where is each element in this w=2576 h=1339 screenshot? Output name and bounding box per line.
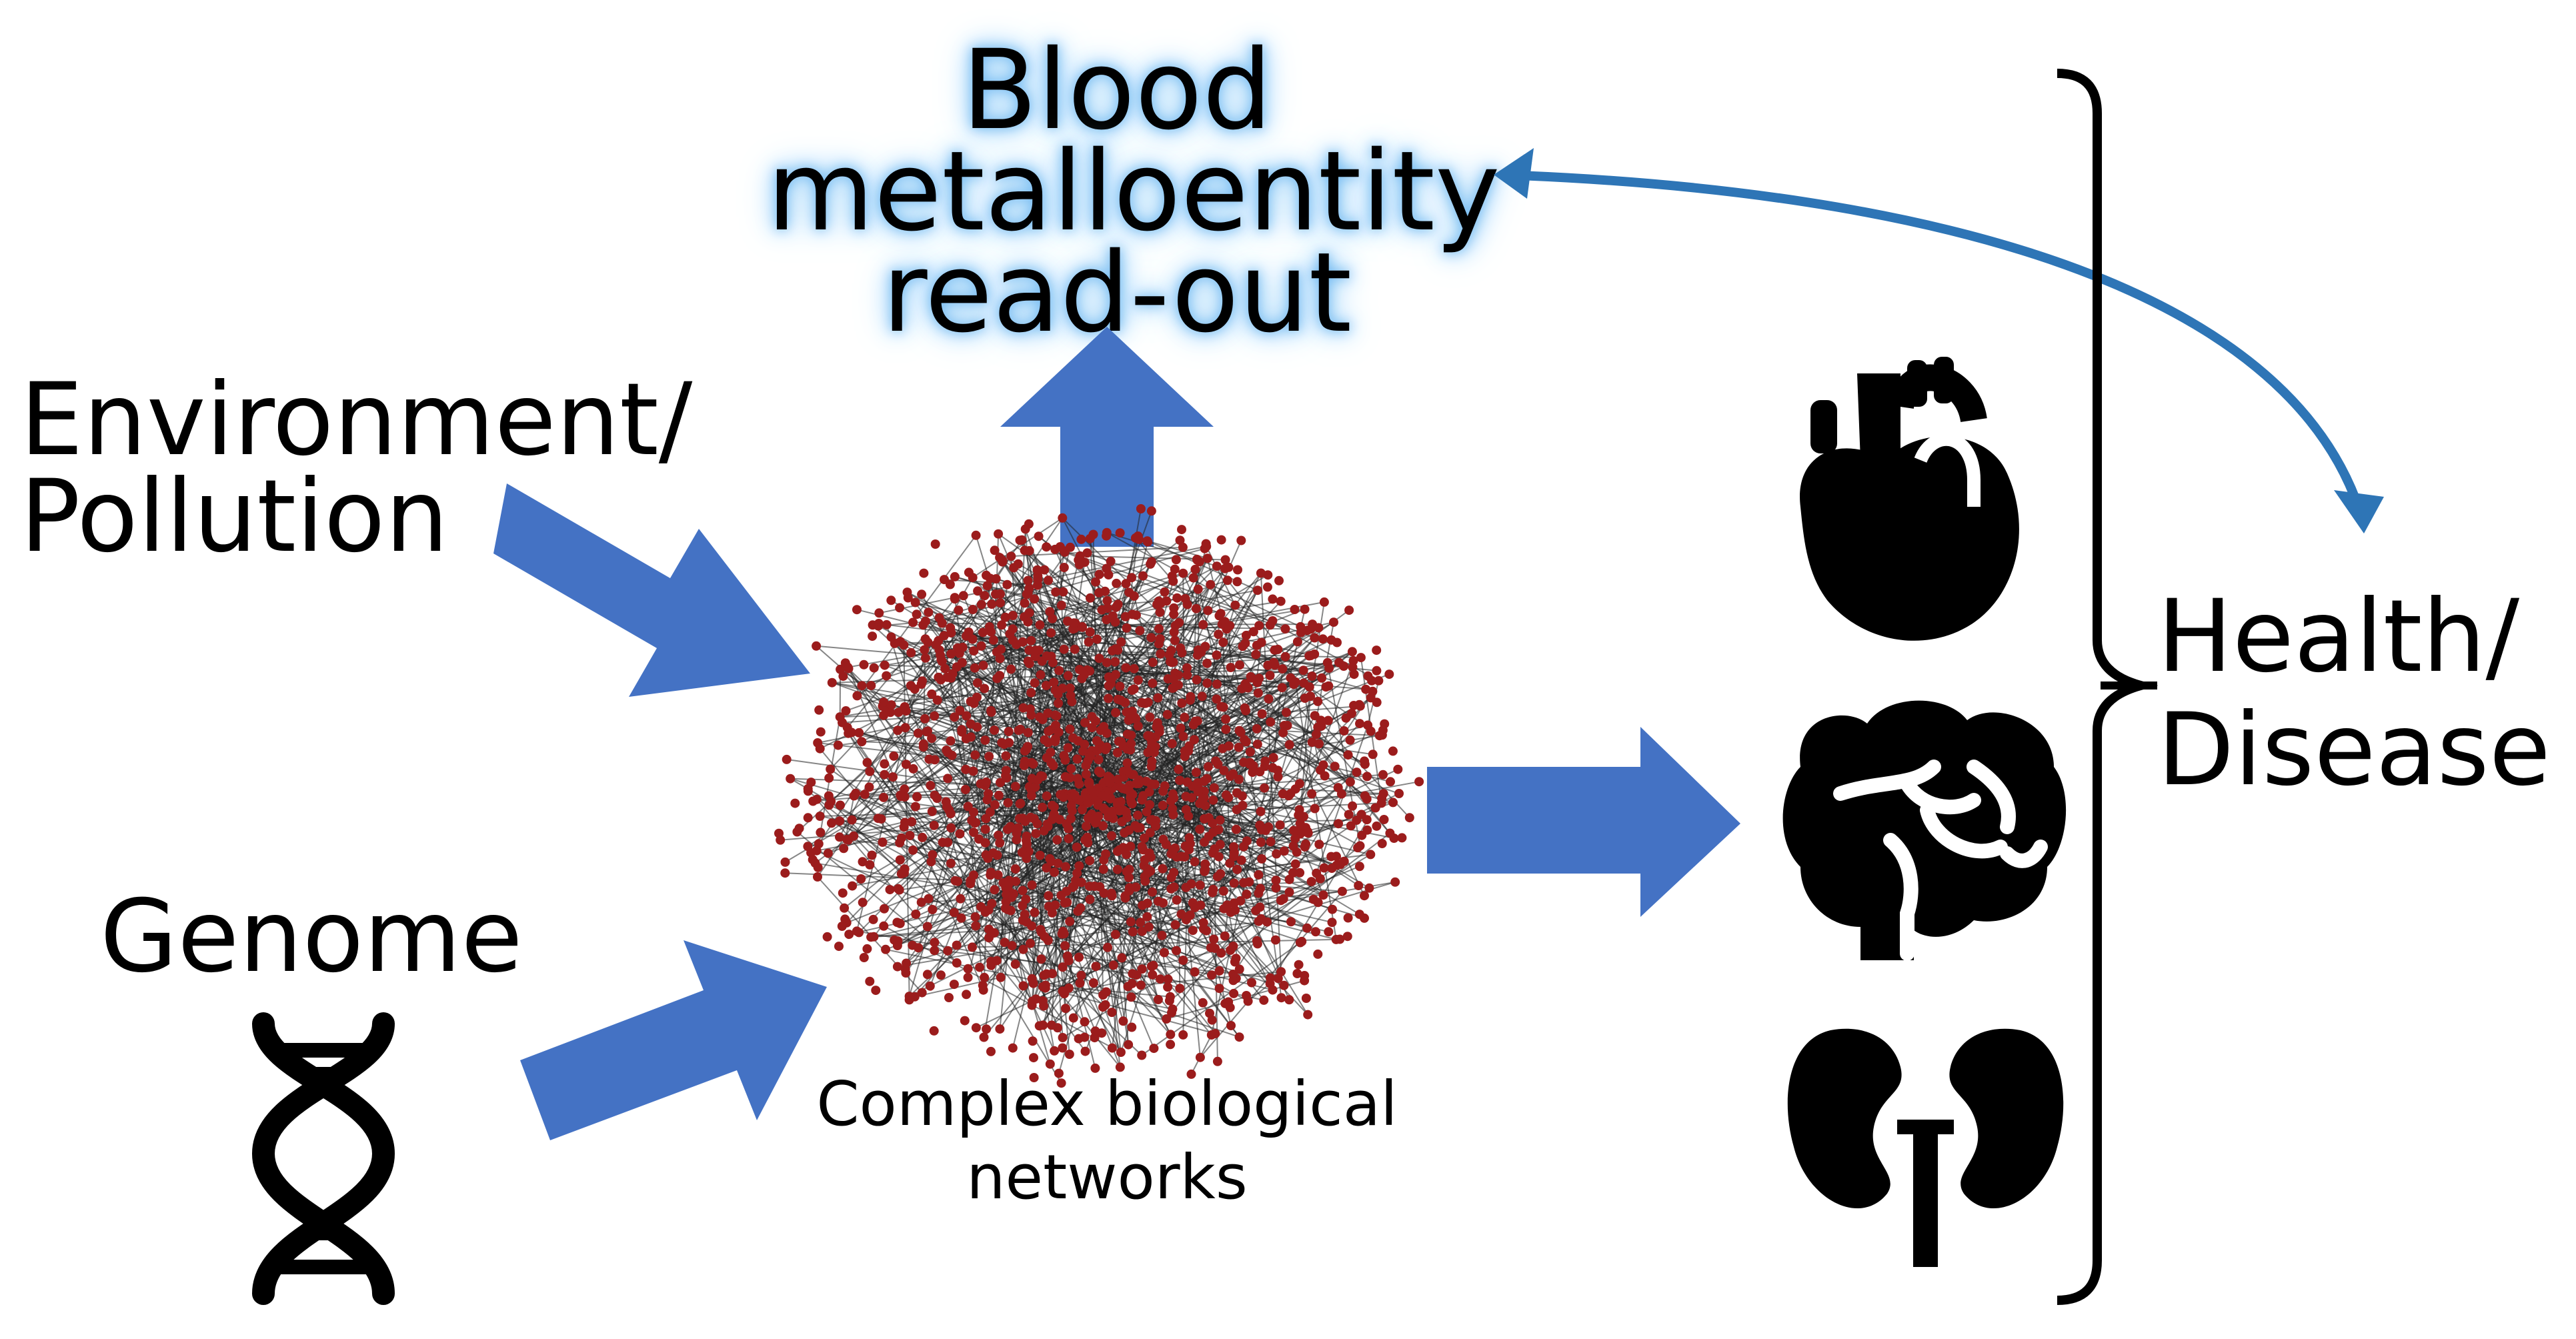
curved-arrow-readout-health (1500, 170, 2365, 515)
readout-line-2: metalloentity (767, 127, 1500, 255)
arrow-environment-to-network (493, 483, 810, 697)
blood-readout-title: Blood metalloentity read-out (767, 26, 1500, 357)
arrow-network-to-readout (1000, 327, 1214, 547)
brain-icon (1782, 700, 2067, 961)
readout-line-1: Blood (962, 26, 1272, 154)
network-graph (774, 504, 1424, 1088)
arrow-genome-to-network (520, 940, 827, 1140)
network-nodes (774, 504, 1424, 1088)
network-caption-line-2: networks (966, 1142, 1248, 1213)
health-label: Health/ (2157, 579, 2520, 695)
genome-label: Genome (100, 879, 523, 995)
curved-arrowhead-top (1494, 148, 1534, 199)
heart-icon (1800, 357, 2019, 641)
arrow-network-to-organs (1427, 727, 1740, 917)
pollution-label: Pollution (20, 459, 449, 575)
network-caption-line-1: Complex biological (816, 1068, 1398, 1140)
curved-arrowhead-bottom (2334, 490, 2384, 533)
dna-icon (251, 1012, 395, 1305)
disease-label: Disease (2157, 692, 2551, 808)
kidneys-icon (1787, 1028, 2064, 1267)
environment-label: Environment/ (20, 362, 693, 478)
readout-line-3: read-out (882, 228, 1352, 357)
